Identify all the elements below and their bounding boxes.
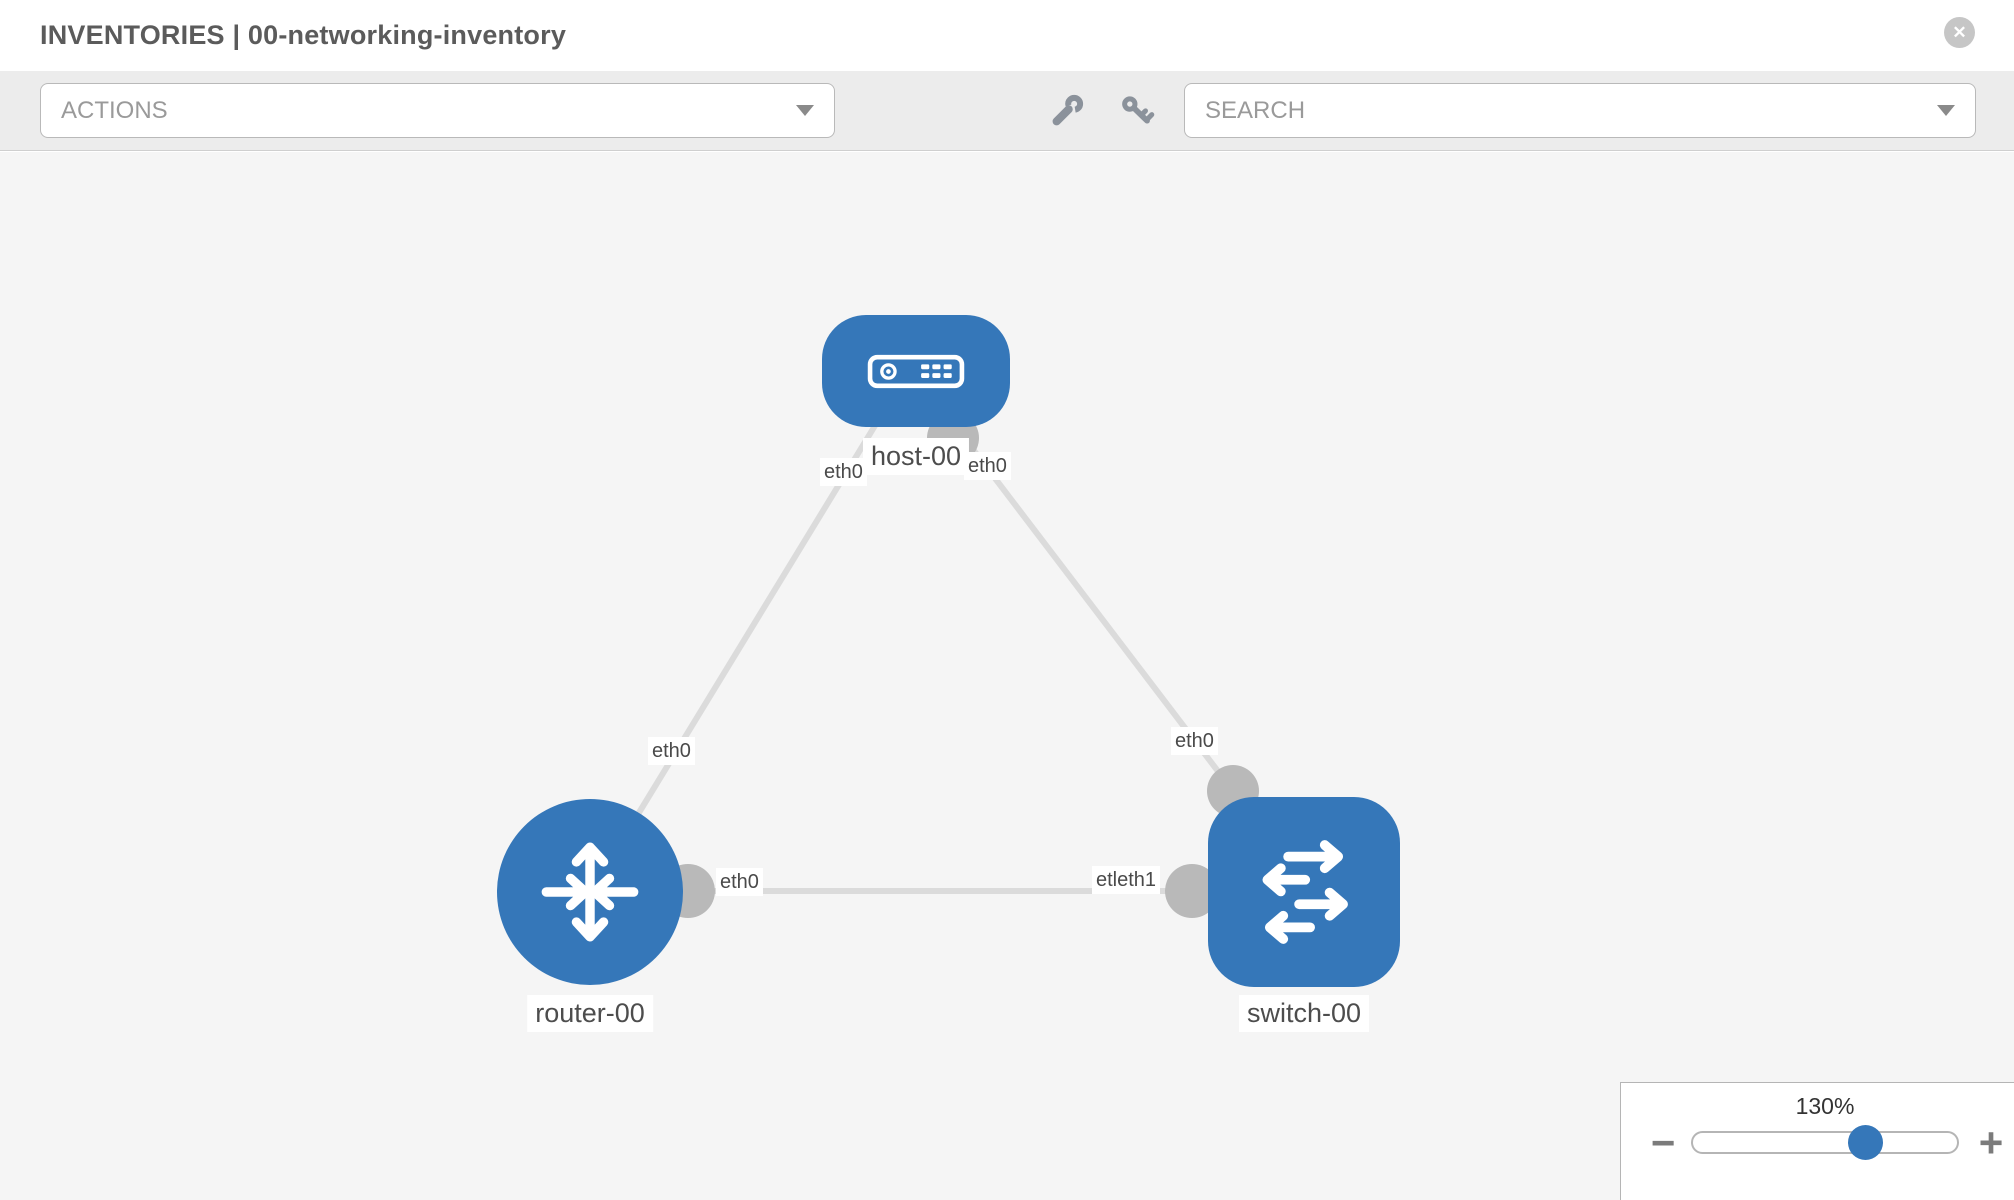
node-host-00[interactable] <box>822 315 1010 427</box>
zoom-slider-thumb[interactable] <box>1848 1125 1883 1160</box>
actions-dropdown-label: ACTIONS <box>61 96 168 124</box>
node-label-router-00: router-00 <box>527 995 653 1033</box>
search-dropdown-label: SEARCH <box>1205 96 1306 124</box>
minus-icon: − <box>1650 1119 1676 1166</box>
zoom-slider-track[interactable] <box>1691 1125 1959 1160</box>
node-label-switch-00: switch-00 <box>1238 995 1370 1033</box>
interface-label: eth0 <box>1171 727 1218 755</box>
host-icon <box>867 354 965 388</box>
zoom-panel: 130% − + <box>1620 1082 2014 1200</box>
router-icon <box>541 842 639 942</box>
interface-label: eth0 <box>648 737 695 765</box>
zoom-level-value: 130% <box>1795 1093 1855 1119</box>
header: INVENTORIES | 00-networking-inventory ✕ <box>0 0 2014 71</box>
chevron-down-icon <box>1937 105 1955 116</box>
interface-connector-switch-left[interactable] <box>1165 864 1219 918</box>
node-router-00[interactable] <box>497 799 683 985</box>
node-switch-00[interactable] <box>1208 797 1400 987</box>
toolbar: ACTIONS SEARCH <box>0 71 2014 151</box>
plus-icon: + <box>1978 1119 2004 1166</box>
interface-label: eth0 <box>964 452 1011 480</box>
zoom-out-button[interactable]: − <box>1643 1119 1683 1166</box>
close-icon[interactable]: ✕ <box>1944 17 1975 48</box>
edges-layer <box>587 399 1259 918</box>
interface-label: eth0 <box>716 868 763 896</box>
zoom-in-button[interactable]: + <box>1971 1119 2011 1166</box>
switch-icon <box>1262 840 1348 944</box>
key-icon[interactable] <box>1115 83 1159 138</box>
key-icon-glyph <box>1122 95 1155 124</box>
page-title: INVENTORIES | 00-networking-inventory <box>40 20 567 50</box>
close-glyph: ✕ <box>1952 22 1967 42</box>
wrench-icon-glyph <box>1052 94 1084 125</box>
topology-canvas[interactable]: host-00 router-00 switch-00 eth0 eth0 et… <box>0 152 2014 1200</box>
interface-label: eth0 <box>820 458 867 486</box>
interface-label: etleth1 <box>1092 866 1161 894</box>
chevron-down-icon <box>796 105 814 116</box>
node-label-host-00: host-00 <box>862 438 970 476</box>
wrench-icon[interactable] <box>1045 83 1089 138</box>
search-dropdown[interactable]: SEARCH <box>1184 83 1976 138</box>
actions-dropdown[interactable]: ACTIONS <box>40 83 835 138</box>
